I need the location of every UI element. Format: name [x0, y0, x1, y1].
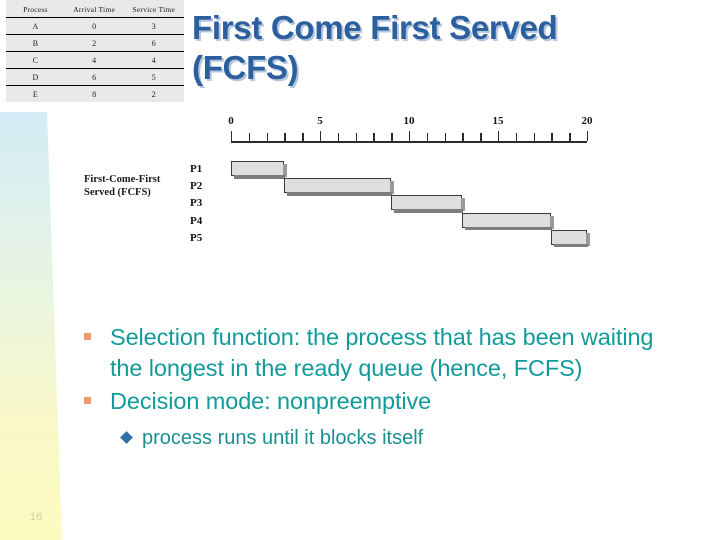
slide-title-line1: First Come First Served	[192, 9, 558, 46]
cell-service: 6	[123, 34, 184, 52]
cell-service: 2	[151, 90, 156, 99]
axis-tick-minor	[426, 133, 429, 141]
gantt-timeline-axis: 0 5 10 15 20	[228, 115, 593, 153]
bullet-text: Decision mode: nonpreemptive	[110, 388, 432, 414]
cell-process: B	[6, 34, 65, 52]
gantt-row-label-p4: P4	[190, 214, 203, 227]
gantt-bar-p4	[462, 212, 555, 231]
gantt-row-label-p5: P5	[190, 231, 203, 244]
gantt-bar-p1	[231, 161, 288, 179]
square-bullet-icon	[84, 333, 91, 340]
axis-tick-minor	[444, 133, 446, 141]
square-bullet-icon	[84, 397, 91, 404]
cell-arrival: 2	[64, 34, 124, 52]
axis-tick-minor	[551, 133, 553, 141]
axis-tick-minor	[462, 133, 464, 141]
cell-process: E	[32, 90, 38, 99]
cell-arrival: 6	[64, 68, 124, 86]
fcfs-figure: Process Arrival Time Service Time A 0 3 …	[0, 0, 660, 265]
axis-tick-minor	[391, 133, 393, 141]
axis-tick-label: 10	[403, 115, 415, 127]
cell-arrival: 0	[64, 17, 124, 35]
axis-tick-minor	[248, 133, 251, 141]
axis-tick-minor	[373, 133, 375, 141]
gantt-bar-p5	[551, 229, 590, 248]
gantt-row-label-p3: P3	[190, 197, 203, 210]
axis-tick-label: 5	[317, 115, 323, 127]
gantt-bar-p2	[284, 178, 394, 196]
table-row: B 2 6	[6, 34, 184, 52]
axis-tick-major	[409, 131, 411, 141]
table-row: D 6 5	[6, 68, 184, 86]
slide-title-line2: (FCFS)	[192, 49, 299, 86]
header-service-time: Service Time	[123, 0, 184, 18]
header-arrival-time: Arrival Time	[64, 0, 124, 18]
axis-tick-label: 20	[581, 115, 593, 127]
axis-tick-minor	[533, 133, 535, 141]
axis-tick-major	[231, 131, 233, 141]
table-row: C 4 4	[6, 51, 184, 69]
cell-service: 3	[123, 17, 184, 35]
gantt-row-label-p1: P1	[190, 163, 203, 175]
bullet-text: Selection function: the process that has…	[110, 324, 654, 381]
axis-tick-minor	[355, 133, 357, 141]
cell-arrival: 8	[92, 90, 97, 99]
sub-bullet-item-process-runs: process runs until it blocks itself	[76, 425, 688, 451]
cell-arrival: 4	[64, 51, 124, 69]
header-process: Process	[6, 0, 65, 18]
axis-tick-minor	[480, 133, 482, 141]
table-header-row: Process Arrival Time Service Time	[6, 0, 184, 18]
axis-tick-major	[587, 131, 589, 141]
axis-line	[231, 141, 587, 143]
cell-process: D	[6, 68, 65, 86]
axis-tick-minor	[337, 133, 340, 141]
axis-tick-minor	[515, 133, 518, 141]
process-table: Process Arrival Time Service Time A 0 3 …	[6, 0, 184, 102]
table-row: E 8 2	[6, 86, 184, 103]
page-number: 16	[30, 511, 43, 523]
gantt-bar-p3	[391, 195, 466, 213]
axis-tick-major	[320, 131, 322, 141]
slide-title: First Come First Served (FCFS)	[192, 8, 692, 88]
figure-caption: First-Come-First Served (FCFS)	[84, 173, 209, 199]
bullet-item-selection-function: Selection function: the process that has…	[76, 322, 688, 384]
axis-tick-minor	[284, 133, 286, 141]
cell-process: C	[6, 51, 65, 69]
gantt-row-label-p2: P2	[190, 180, 203, 193]
axis-tick-label: 0	[228, 115, 234, 127]
sub-bullet-text: process runs until it blocks itself	[142, 427, 424, 449]
cell-service: 5	[123, 68, 184, 86]
axis-tick-label: 15	[492, 115, 504, 127]
axis-tick-minor	[302, 133, 304, 141]
figure-caption-line1: First-Come-First	[84, 174, 161, 185]
table-row: A 0 3	[6, 17, 184, 35]
axis-tick-minor	[569, 133, 571, 141]
bullet-list: Selection function: the process that has…	[76, 322, 688, 451]
bullet-item-decision-mode: Decision mode: nonpreemptive	[76, 386, 688, 417]
axis-tick-major	[498, 131, 500, 141]
cell-service: 4	[123, 51, 184, 69]
diamond-bullet-icon	[120, 431, 133, 444]
cell-process: A	[6, 17, 65, 35]
axis-tick-minor	[266, 133, 268, 141]
figure-caption-line2: Served (FCFS)	[84, 187, 151, 198]
